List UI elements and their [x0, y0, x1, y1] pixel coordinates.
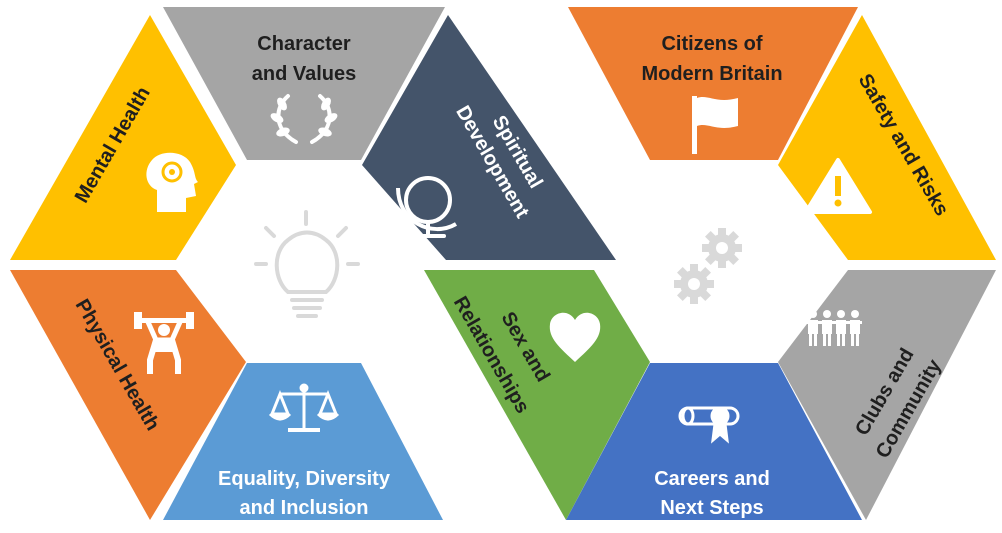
heart-icon: [549, 312, 601, 362]
gears-icon: [674, 228, 742, 304]
segment-careers-shape: [566, 363, 862, 520]
segment-physical-shape: [10, 270, 246, 520]
flag-icon: [692, 96, 738, 154]
segment-citizens-line2: Modern Britain: [641, 63, 782, 85]
lightbulb-icon: [254, 210, 360, 318]
segment-spiritual-shape: [362, 15, 616, 260]
segment-equality-line2: and Inclusion: [240, 497, 369, 519]
segment-equality-shape: [163, 363, 443, 520]
segment-citizens-line1: Citizens of: [661, 33, 762, 55]
segment-character-and-values: Character and Values: [163, 7, 445, 160]
diploma-icon: [678, 406, 740, 444]
people-group-icon: [806, 310, 862, 346]
segment-character-shape: [163, 7, 445, 160]
laurel-wreath-icon: [270, 94, 338, 144]
segment-mental-health: Mental Health: [10, 15, 236, 260]
scales-icon: [268, 383, 340, 432]
weightlifter-icon: [134, 312, 194, 374]
segment-character-line1: Character: [257, 33, 351, 55]
segment-physical-health: Physical Health: [10, 270, 246, 520]
segment-equality-diversity-inclusion: Equality, Diversity and Inclusion: [163, 363, 443, 520]
segment-character-line2: and Values: [252, 63, 357, 85]
segment-equality-line1: Equality, Diversity: [218, 468, 391, 490]
segment-careers-line2: Next Steps: [660, 497, 763, 519]
globe-icon: [396, 176, 458, 238]
segment-careers-line1: Careers and: [654, 468, 770, 490]
head-brain-icon: [146, 152, 198, 212]
warning-icon: [804, 158, 872, 214]
segment-clubs-shape: [778, 270, 996, 520]
segment-sex-and-relationships: Sex and Relationships: [424, 270, 650, 520]
segment-spiritual-development: Spiritual Development: [362, 15, 616, 260]
segment-citizens-shape: [568, 7, 858, 160]
segment-citizens-of-modern-britain: Citizens of Modern Britain: [568, 7, 858, 160]
segment-careers-and-next-steps: Careers and Next Steps: [566, 363, 862, 520]
